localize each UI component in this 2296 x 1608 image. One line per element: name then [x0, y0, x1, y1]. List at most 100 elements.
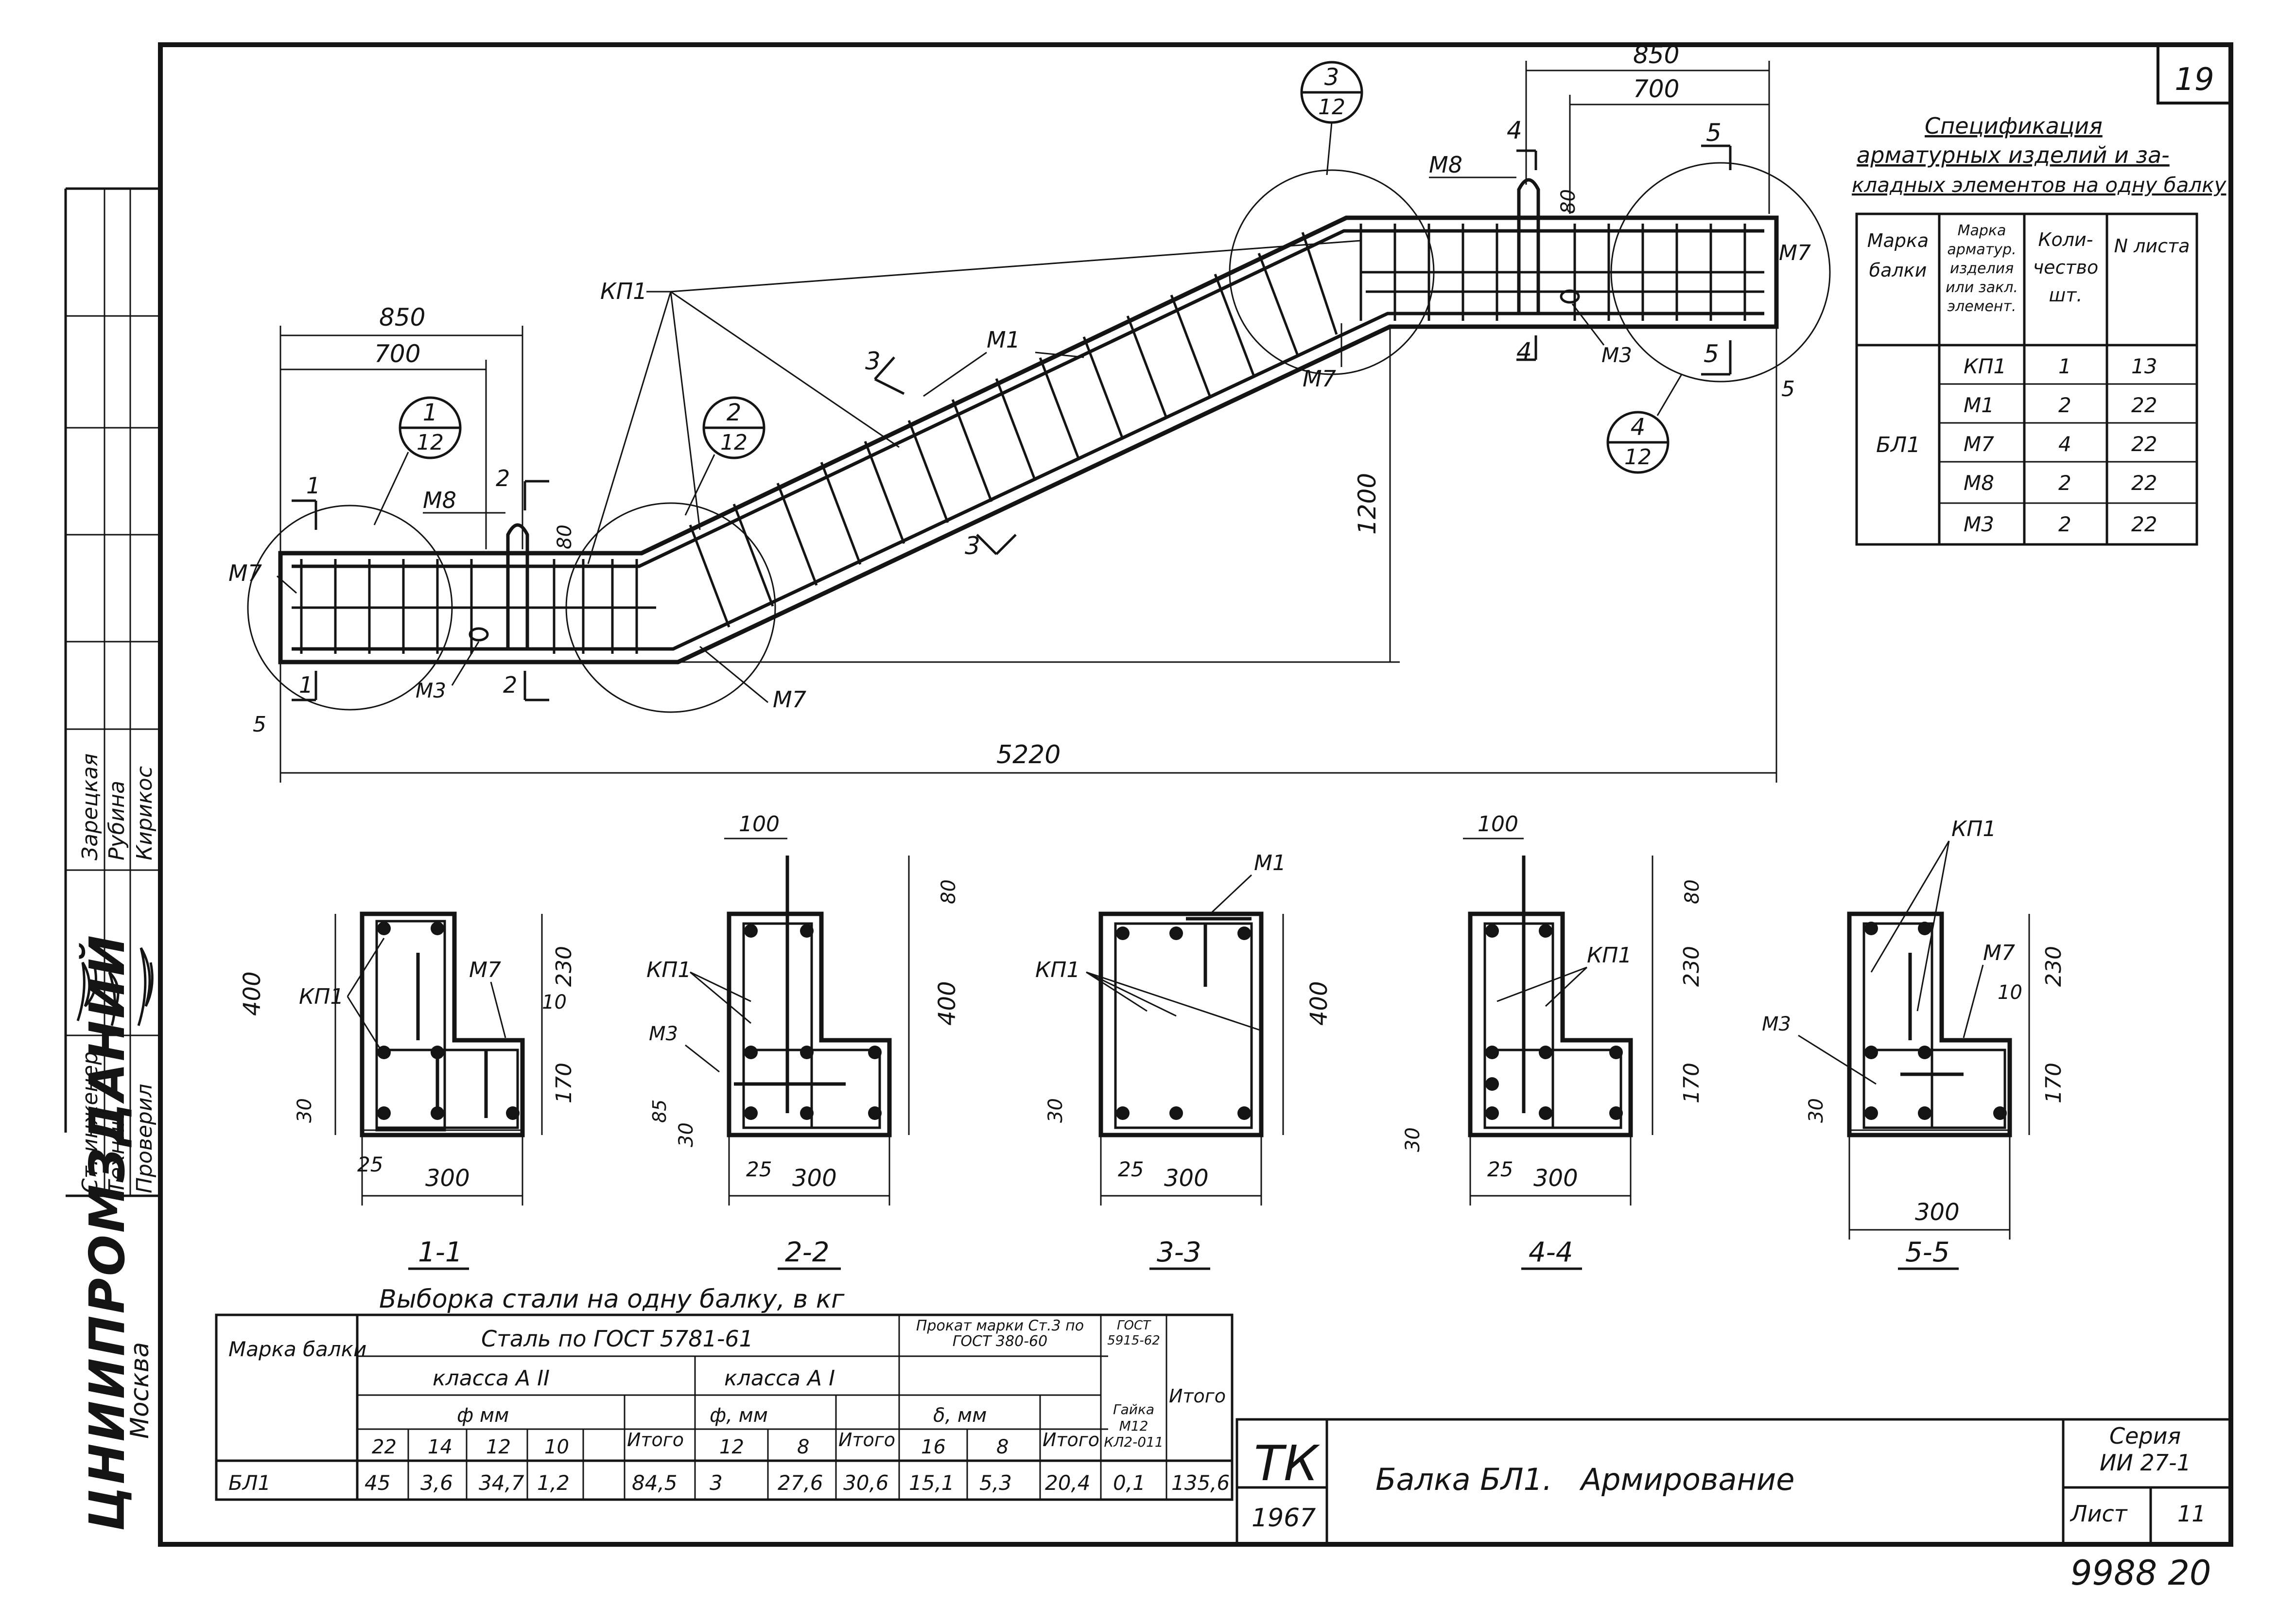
beam-outline	[278, 215, 1779, 664]
svg-text:12: 12	[1318, 95, 1345, 120]
steel-row-cell: 84,5	[632, 1471, 678, 1495]
svg-text:ф, мм: ф, мм	[710, 1404, 768, 1427]
svg-text:170: 170	[552, 1063, 576, 1103]
svg-text:400: 400	[239, 971, 266, 1016]
svg-text:100: 100	[739, 812, 780, 837]
svg-text:30: 30	[675, 1122, 697, 1147]
svg-text:10: 10	[1998, 981, 2022, 1004]
cut-4-top: 4	[1507, 116, 1522, 144]
callout-2: 2 12	[684, 396, 765, 516]
spec-cell-sheet: 22	[2131, 432, 2157, 456]
name-rubina: Рубина	[104, 781, 129, 860]
label-m7-mid: М7	[773, 686, 806, 713]
label-m7-right: М7	[1779, 241, 1811, 265]
section-5-5: 300 230 170 30 10 КП1 М7 М3 5-5	[1762, 817, 2066, 1270]
svg-text:КП1: КП1	[1035, 958, 1080, 982]
title-block: ТК 1967 Балка БЛ1. Армирование Серия ИИ …	[1235, 1418, 2232, 1546]
svg-text:δ, мм: δ, мм	[933, 1404, 987, 1427]
svg-text:25: 25	[1487, 1157, 1513, 1181]
steel-row-cell: 30,6	[843, 1471, 889, 1495]
dim-700-right: 700	[1633, 75, 1679, 103]
svg-text:Марка балки: Марка балки	[228, 1337, 366, 1361]
role-technician: Техник	[104, 1114, 129, 1193]
cut-4-bottom: 4	[1516, 337, 1532, 366]
svg-text:12: 12	[720, 430, 748, 455]
steel-row-cell: 5,3	[979, 1471, 1012, 1495]
svg-text:КП1: КП1	[299, 984, 344, 1009]
svg-text:1: 1	[423, 399, 438, 426]
dim-80-right: 80	[1557, 189, 1580, 214]
beam-elevation: 5220 850 700 850 700 1200 80 80 5 5	[228, 41, 1831, 783]
label-m8-right: М8	[1429, 152, 1462, 178]
spec-title-3: кладных элементов на одну балку	[1852, 173, 2227, 197]
dim-1200: 1200	[1353, 473, 1381, 535]
label-m3-left: М3	[416, 679, 446, 702]
svg-text:М7: М7	[1983, 941, 2015, 965]
dim-850-right: 850	[1633, 41, 1679, 69]
steel-row-cell: 34,7	[479, 1471, 524, 1495]
spec-cell-mark: М7	[1964, 432, 1994, 456]
section-3-3: 300 400 30 25 КП1 М1 3-3	[1035, 851, 1333, 1270]
cut-5-bottom: 5	[1704, 340, 1719, 368]
svg-text:М1: М1	[1254, 851, 1286, 875]
label-m3-right: М3	[1601, 343, 1632, 367]
spec-header-qty: Коли- чество шт.	[2033, 229, 2099, 306]
section-2-2: 300 100 80 400 30 85 25 КП1 М3 2-2	[646, 812, 961, 1270]
spec-cell-sheet: 13	[2131, 354, 2157, 378]
steel-row-cell: 1,2	[537, 1471, 570, 1495]
svg-text:2: 2	[727, 399, 742, 426]
spec-header-sheet: N листа	[2114, 235, 2190, 257]
svg-text:12: 12	[1624, 445, 1652, 470]
svg-text:230: 230	[2041, 946, 2066, 987]
svg-text:300: 300	[1164, 1165, 1209, 1192]
label-m1-elevation: М1	[987, 327, 1020, 353]
label-m7-top: М7	[1303, 366, 1336, 392]
svg-text:8: 8	[996, 1436, 1009, 1458]
name-kirikos: Кирикос	[132, 766, 157, 860]
svg-text:80: 80	[1681, 879, 1704, 904]
spec-table: Спецификация арматурных изделий и за- кл…	[1852, 113, 2227, 546]
spec-cell-qty: 1	[2058, 354, 2071, 378]
svg-text:400: 400	[934, 981, 961, 1026]
section-title-3-3: 3-3	[1157, 1237, 1201, 1268]
spec-cell-mark: КП1	[1964, 354, 2006, 378]
detail-circle-1	[247, 505, 453, 711]
side-strip: Ст. инженер Техник Проверил Зарецкая Руб…	[64, 187, 160, 1531]
steel-row-cell: 0,1	[1113, 1471, 1146, 1495]
org-name: ЦНИИПРОМЗДАНИЙ	[79, 933, 136, 1531]
section-4-4: 300 100 80 230 170 30 25 КП1 4-4	[1402, 812, 1704, 1270]
spec-cell-sheet: 22	[2131, 512, 2157, 536]
steel-row-cell: 3,6	[420, 1471, 453, 1495]
callout-1: 1 12	[373, 396, 462, 525]
svg-text:85: 85	[649, 1100, 670, 1123]
spec-cell-mark: М3	[1964, 512, 1994, 536]
dim-80-left: 80	[554, 524, 576, 549]
spec-beam-cell: БЛ1	[1876, 433, 1920, 457]
sheet-number-top: 19	[2174, 62, 2214, 98]
svg-text:КП1: КП1	[1587, 943, 1632, 968]
svg-text:230: 230	[552, 946, 576, 987]
svg-text:Итого: Итого	[838, 1429, 895, 1451]
svg-text:25: 25	[1118, 1157, 1144, 1181]
dim-5-left: 5	[253, 712, 266, 737]
svg-text:КП1: КП1	[1951, 817, 1996, 841]
label-m7-left: М7	[228, 560, 262, 586]
svg-text:22: 22	[372, 1436, 397, 1458]
sheet-frame	[158, 42, 2233, 1547]
svg-text:8: 8	[797, 1436, 809, 1458]
svg-text:30: 30	[1402, 1127, 1424, 1152]
spec-title-2: арматурных изделий и за-	[1857, 142, 2170, 168]
spec-header-mark: Марка арматур. изделия или закл. элемент…	[1946, 222, 2018, 315]
cut-1-bottom: 1	[299, 672, 313, 698]
svg-text:300: 300	[1533, 1165, 1578, 1192]
role-checked: Проверил	[132, 1084, 157, 1193]
steel-row-cell: 27,6	[778, 1471, 823, 1495]
svg-text:КП1: КП1	[646, 958, 691, 982]
svg-text:400: 400	[1305, 981, 1333, 1026]
section-title-5-5: 5-5	[1905, 1237, 1949, 1268]
cut-3-top: 3	[865, 347, 881, 375]
m8-loop-right	[1517, 178, 1540, 314]
org-city: Москва	[125, 1342, 155, 1439]
svg-text:170: 170	[2041, 1063, 2066, 1103]
svg-text:12: 12	[719, 1436, 744, 1458]
